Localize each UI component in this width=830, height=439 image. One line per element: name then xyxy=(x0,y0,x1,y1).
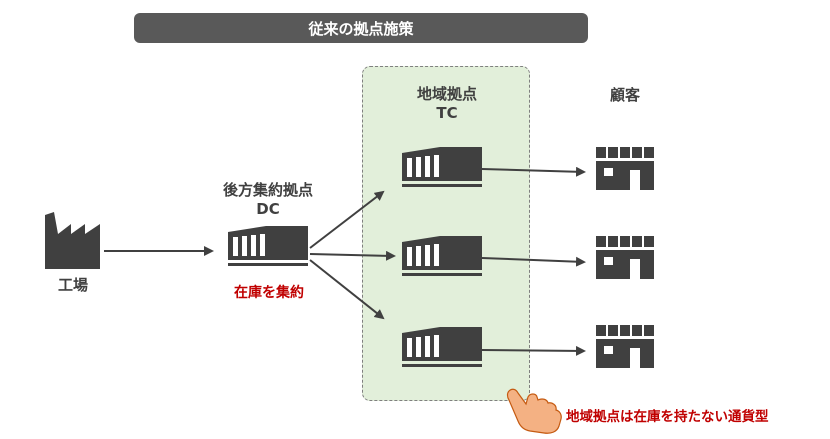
arrow-dc-to-tc-bottom xyxy=(309,259,385,320)
arrow-tc-top-to-customer xyxy=(481,166,586,177)
tc-warehouse-icon-top xyxy=(402,147,482,187)
customer-label: 顧客 xyxy=(609,86,640,104)
flow-arrows xyxy=(104,166,586,356)
dc-note: 在庫を集約 xyxy=(234,285,304,301)
dc-label: 後方集約拠点 DC xyxy=(200,181,336,219)
tc-label-line2: TC xyxy=(436,104,458,122)
customer-store-icon-middle xyxy=(596,236,654,279)
tc-label-line1: 地域拠点 xyxy=(416,85,477,103)
tc-warehouse-icon-middle xyxy=(402,236,482,276)
page-title-text: 従来の拠点施策 xyxy=(308,19,414,38)
callout-text: 地域拠点は在庫を持たない通貨型 xyxy=(566,409,769,425)
arrow-tc-bottom-to-customer xyxy=(481,345,586,356)
arrow-dc-to-tc-top xyxy=(309,190,385,249)
arrow-tc-mid-to-customer xyxy=(481,256,586,267)
tc-label: 地域拠点 TC xyxy=(380,85,514,123)
dc-warehouse-icon xyxy=(228,226,308,266)
page-title: 従来の拠点施策 xyxy=(134,13,588,43)
arrow-dc-to-tc-mid xyxy=(309,250,396,261)
customer-store-icon-top xyxy=(596,147,654,190)
customer-store-icon-bottom xyxy=(596,325,654,368)
factory-icon xyxy=(45,212,100,269)
factory-label: 工場 xyxy=(57,276,88,294)
pointing-hand-icon xyxy=(506,388,562,434)
dc-label-line1: 後方集約拠点 xyxy=(222,181,313,199)
tc-warehouse-icon-bottom xyxy=(402,327,482,367)
dc-label-line2: DC xyxy=(256,200,280,218)
